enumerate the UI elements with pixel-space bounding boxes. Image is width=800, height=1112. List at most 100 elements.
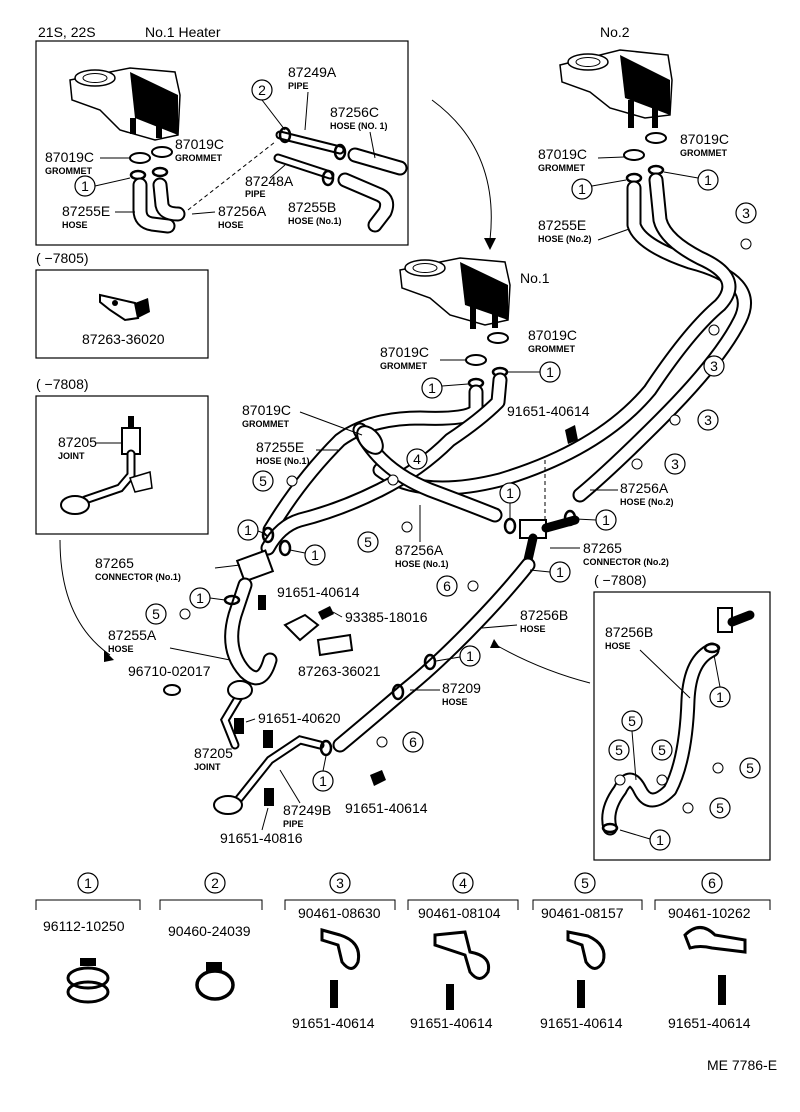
callout-3-d: 3 [671,456,679,472]
clamp-icon [319,739,333,757]
clamp-icon [563,509,577,527]
label-87019c-main: 87019C [242,402,291,418]
bracket-icon [99,293,140,322]
label-87255b: 87255B [288,199,336,215]
label-87205-inset-sub: JOINT [58,451,85,461]
bracket-icon [283,613,320,642]
label-87019c-left-sub: GROMMET [45,166,92,176]
label-87205: 87205 [194,745,233,761]
label-bolt-91651-40614-b: 91651-40614 [277,584,360,600]
label-87256b-inset-sub: HOSE [605,641,631,651]
legend-bolt-3: 91651-40614 [292,1015,375,1031]
legend-item-4: 4 90461-08104 91651-40614 [407,872,519,1031]
label-87255e-sub: HOSE [62,220,88,230]
label-87255b-sub: HOSE (No.1) [288,216,342,226]
legend-bolt-4: 91651-40614 [410,1015,493,1031]
label-87209: 87209 [442,680,481,696]
label-87256c: 87256C [330,104,379,120]
main-hoses [163,372,580,815]
callout-5-inset-e: 5 [716,800,724,816]
legend-bolt-5: 91651-40614 [540,1015,623,1031]
label-87256a-n2: 87256A [620,480,669,496]
bolt-icon [718,975,726,1005]
label-87249b: 87249B [283,802,331,818]
legend-num-6: 6 [708,875,716,891]
label-87255e-n2-sub: HOSE (No.2) [538,234,592,244]
label-87019c-left: 87019C [45,149,94,165]
legend-item-1: 1 96112-10250 [35,872,141,1004]
range-7805: ( −7805) [36,250,89,266]
inset-7808-joint-frame [35,395,209,535]
label-87255e-n1-sub: HOSE (No.1) [256,456,310,466]
main-labels: 87019C GROMMET 87255E HOSE (No.1) 91651-… [95,402,674,846]
range-7808-a: ( −7808) [36,376,89,392]
pointer-arrow [431,99,492,241]
callout-1-h: 1 [319,773,327,789]
label-87019c-n1-right-sub: GROMMET [528,344,575,354]
label-87019c-n2-left: 87019C [538,146,587,162]
callout-1-n2b: 1 [704,172,712,188]
callout-1-c: 1 [506,485,514,501]
legend-part-6: 90461-10262 [668,905,751,921]
label-87256b-sub: HOSE [520,624,546,634]
callout-1-n1b: 1 [546,364,554,380]
bolt-icon [234,718,244,734]
label-87019c-right-sub: GROMMET [175,153,222,163]
clamp-icon [321,169,335,187]
callout-1-a: 1 [244,522,252,538]
gasket-icon [263,730,273,748]
clamp-icon [423,653,437,671]
clip-icon [433,930,491,980]
heater-no2: 87019C GROMMET 87019C GROMMET 1 1 87255E… [538,49,729,244]
label-87256b-inset: 87256B [605,624,653,640]
inset-7805-frame [35,269,209,359]
legend-item-2: 2 90460-24039 [159,872,263,1001]
callout-5-b: 5 [364,534,372,550]
callout-5-a: 5 [259,473,267,489]
label-87265-no2-sub: CONNECTOR (No.2) [583,557,669,567]
flange-icon [213,795,243,815]
label-bolt-93385-18016: 93385-18016 [345,609,428,625]
legend-num-3: 3 [336,875,344,891]
label-87019c-n2-left-sub: GROMMET [538,163,585,173]
label-87255e-n2: 87255E [538,217,586,233]
label-87265-no2: 87265 [583,540,622,556]
callout-6-a: 6 [443,578,451,594]
grommet-icon [129,152,151,164]
inset-no1-heater: 87249A PIPE 87256C HOSE (NO. 1) 87019C G… [35,40,409,246]
label-87248a-sub: PIPE [245,189,266,199]
arrow-head-icon [104,650,114,662]
label-87255a-sub: HOSE [108,644,134,654]
label-87019c-n2-right-sub: GROMMET [680,148,727,158]
models-label: 21S, 22S [38,24,96,40]
pointer-arrow [59,539,111,656]
legend-num-1: 1 [84,875,92,891]
label-87263-36021: 87263-36021 [298,663,381,679]
label-bolt-91651-40816: 91651-40816 [220,830,303,846]
callout-1-b: 1 [311,547,319,563]
clamp-icon [261,526,275,544]
callout-3-c: 3 [704,412,712,428]
callout-5-inset-d: 5 [746,760,754,776]
label-87256a-n1-sub: HOSE (No.1) [395,559,449,569]
no2-heater-title: No.2 [600,24,630,40]
clip-icon [320,928,361,970]
label-87249a: 87249A [288,64,337,80]
legend-bolt-6: 91651-40614 [668,1015,751,1031]
legend-part-4: 90461-08104 [418,905,501,921]
legend-num-2: 2 [211,875,219,891]
connector-no1-icon [235,549,275,583]
legend-num-4: 4 [459,875,467,891]
callout-1: 1 [81,178,89,194]
callout-5-c: 5 [152,606,160,622]
inset-7805: ( −7805) 87263-36020 [35,250,209,359]
label-bolt-91651-40620: 91651-40620 [258,710,341,726]
label-bolt-91651-40614-a: 91651-40614 [507,403,590,419]
label-87205-inset: 87205 [58,434,97,450]
callout-1-n2a: 1 [578,181,586,197]
label-87019c-main-sub: GROMMET [242,419,289,429]
label-87019c-n1-left: 87019C [380,344,429,360]
label-87248a: 87248A [245,173,294,189]
label-87256a-sub: HOSE [218,220,244,230]
hoses-no2 [372,172,752,503]
